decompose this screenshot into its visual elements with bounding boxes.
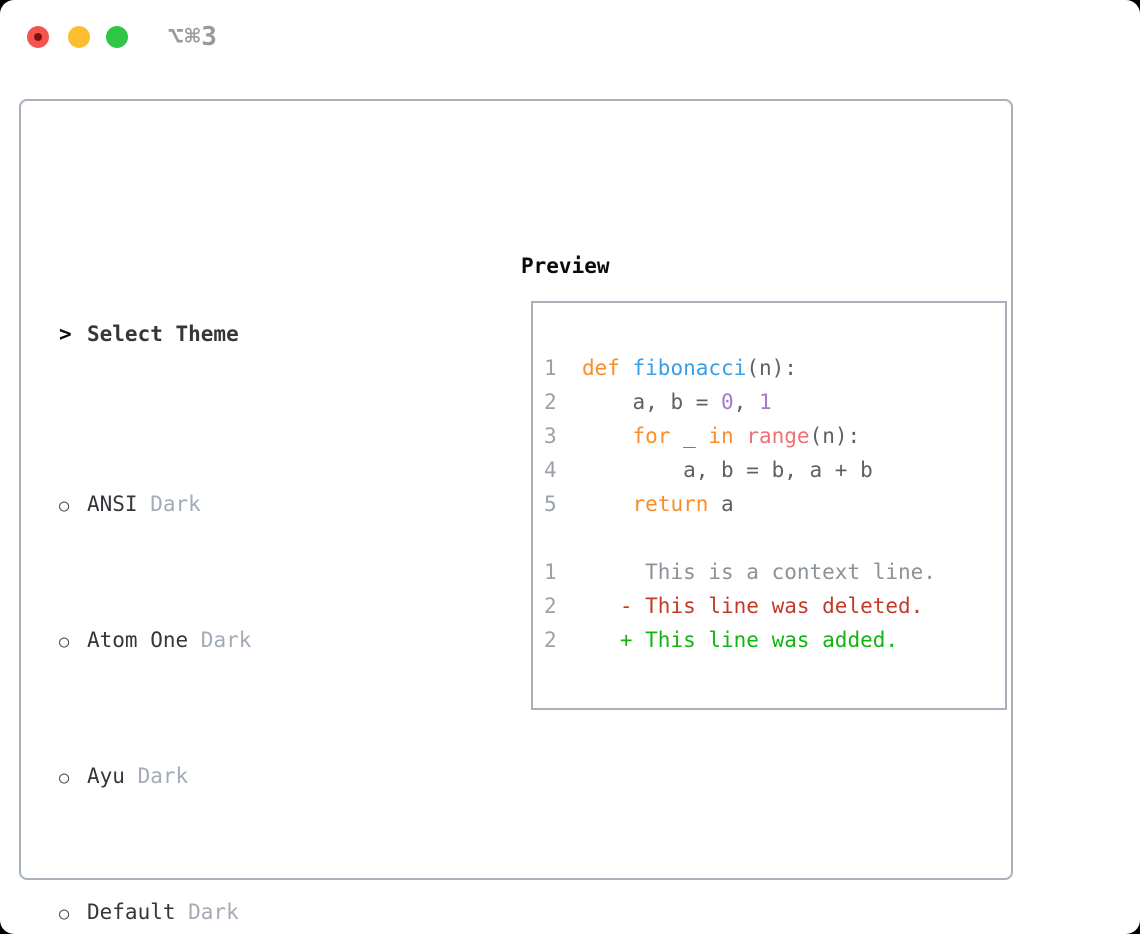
code-line: 4 a, b = b, a + b xyxy=(544,458,873,482)
theme-selector: > Select Theme ○ANSI Dark ○Atom One Dark … xyxy=(59,249,459,934)
theme-settings-panel: >Select Theme ○ANSI Dark ○Atom One Dark … xyxy=(19,99,1013,924)
zoom-button[interactable] xyxy=(106,26,128,48)
title-bar: ⌥⌘3 xyxy=(0,0,1140,74)
code-line: 2 + This line was added. xyxy=(544,628,899,652)
radio-icon: ○ xyxy=(59,904,70,924)
theme-option[interactable]: ○Atom One Dark xyxy=(59,623,459,657)
radio-icon: ○ xyxy=(59,632,70,652)
theme-option[interactable]: ○Ayu Dark xyxy=(59,759,459,793)
minimize-button[interactable] xyxy=(68,26,90,48)
preview-header: Preview xyxy=(521,254,610,278)
select-theme-header: > Select Theme xyxy=(59,317,459,351)
theme-option[interactable]: ○ANSI Dark xyxy=(59,487,459,521)
section-title: Select Theme xyxy=(87,322,239,346)
pointer-icon: > xyxy=(59,322,72,346)
code-line: 5 return a xyxy=(544,492,734,516)
window-title: ⌥⌘3 xyxy=(168,22,218,52)
theme-option[interactable]: ○Default Dark xyxy=(59,895,459,929)
code-line: 1 This is a context line. xyxy=(544,560,936,584)
code-line: 1 def fibonacci(n): xyxy=(544,356,797,380)
radio-icon: ○ xyxy=(59,768,70,788)
preview-pane: 1 def fibonacci(n): 2 a, b = 0, 1 3 for _ … xyxy=(531,301,1007,710)
radio-icon: ○ xyxy=(59,496,70,516)
code-line xyxy=(544,521,936,555)
code-line: 3 for _ in range(n): xyxy=(544,424,861,448)
close-button[interactable] xyxy=(27,26,49,48)
theme-list: ○ANSI Dark ○Atom One Dark ○Ayu Dark ○Def… xyxy=(59,419,459,934)
code-preview: 1 def fibonacci(n): 2 a, b = 0, 1 3 for _ … xyxy=(544,351,936,657)
code-line: 2 - This line was deleted. xyxy=(544,594,924,618)
code-line: 2 a, b = 0, 1 xyxy=(544,390,772,414)
